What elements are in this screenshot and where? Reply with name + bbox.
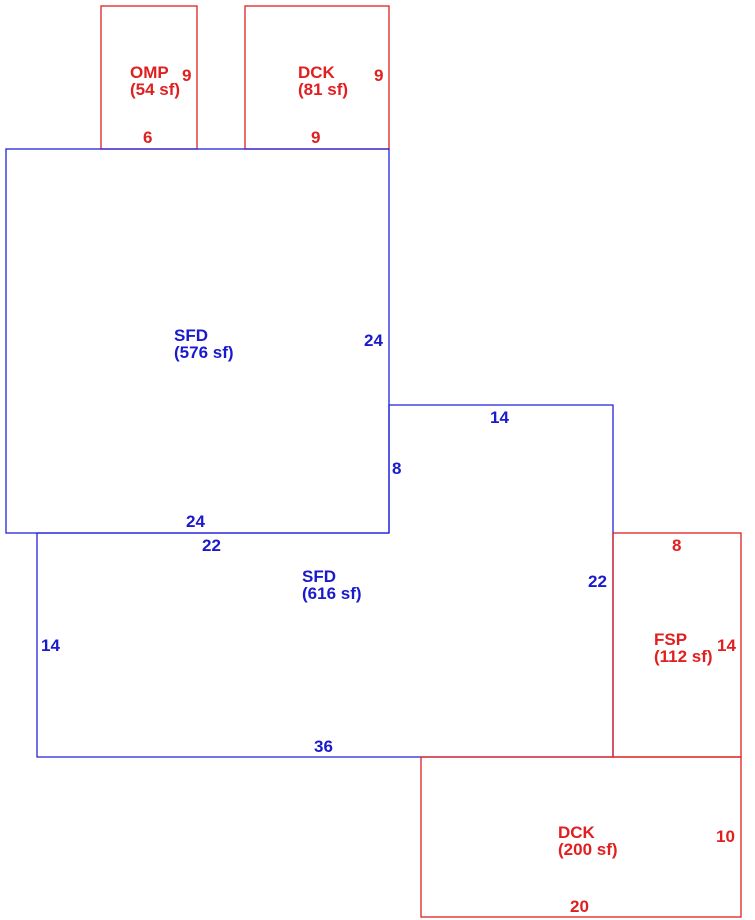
- dck-top-depth-label: 9: [374, 66, 383, 85]
- sfd-addition-left-label: 14: [41, 636, 60, 655]
- sfd-main-area-label: (576 sf): [174, 343, 234, 362]
- dck-top-area-label: (81 sf): [298, 80, 348, 99]
- sfd-main-code: SFD: [174, 326, 208, 345]
- dck-top-width-label: 9: [311, 128, 320, 147]
- sfd-addition-area: SFD (616 sf) 14 8 22 22 14 36: [36, 404, 614, 758]
- sfd-addition-bottom-label: 36: [314, 737, 333, 756]
- fsp-code: FSP: [654, 630, 687, 649]
- sfd-addition-step-label: 8: [392, 459, 401, 478]
- omp-depth-label: 9: [182, 66, 191, 85]
- dck-bottom-width-label: 20: [570, 897, 589, 916]
- omp-width-label: 6: [143, 128, 152, 147]
- sfd-addition-right-label: 22: [588, 572, 607, 591]
- dck-bottom-code: DCK: [558, 823, 596, 842]
- dck-top-area: DCK (81 sf) 9 9: [244, 5, 390, 150]
- omp-area-label: (54 sf): [130, 80, 180, 99]
- sfd-main-area: SFD (576 sf) 24 24: [5, 148, 390, 534]
- fsp-depth-label: 14: [717, 636, 736, 655]
- dck-bottom-area-label: (200 sf): [558, 840, 618, 859]
- dck-top-code: DCK: [298, 63, 336, 82]
- sfd-addition-area-label: (616 sf): [302, 584, 362, 603]
- sfd-addition-inner-top-label: 22: [202, 536, 221, 555]
- fsp-width-label: 8: [672, 536, 681, 555]
- fsp-area-label: (112 sf): [654, 647, 713, 666]
- sfd-addition-top-label: 14: [490, 408, 509, 427]
- dck-bottom-depth-label: 10: [716, 827, 735, 846]
- fsp-area: FSP (112 sf) 8 14: [612, 532, 742, 758]
- omp-area: OMP (54 sf) 9 6: [100, 5, 198, 150]
- dck-bottom-outline: [420, 756, 742, 918]
- dck-bottom-area: DCK (200 sf) 10 20: [420, 756, 742, 918]
- sfd-addition-code: SFD: [302, 567, 336, 586]
- sfd-main-bottom-label: 24: [186, 512, 205, 531]
- omp-code: OMP: [130, 63, 169, 82]
- sfd-main-side-label: 24: [364, 331, 383, 350]
